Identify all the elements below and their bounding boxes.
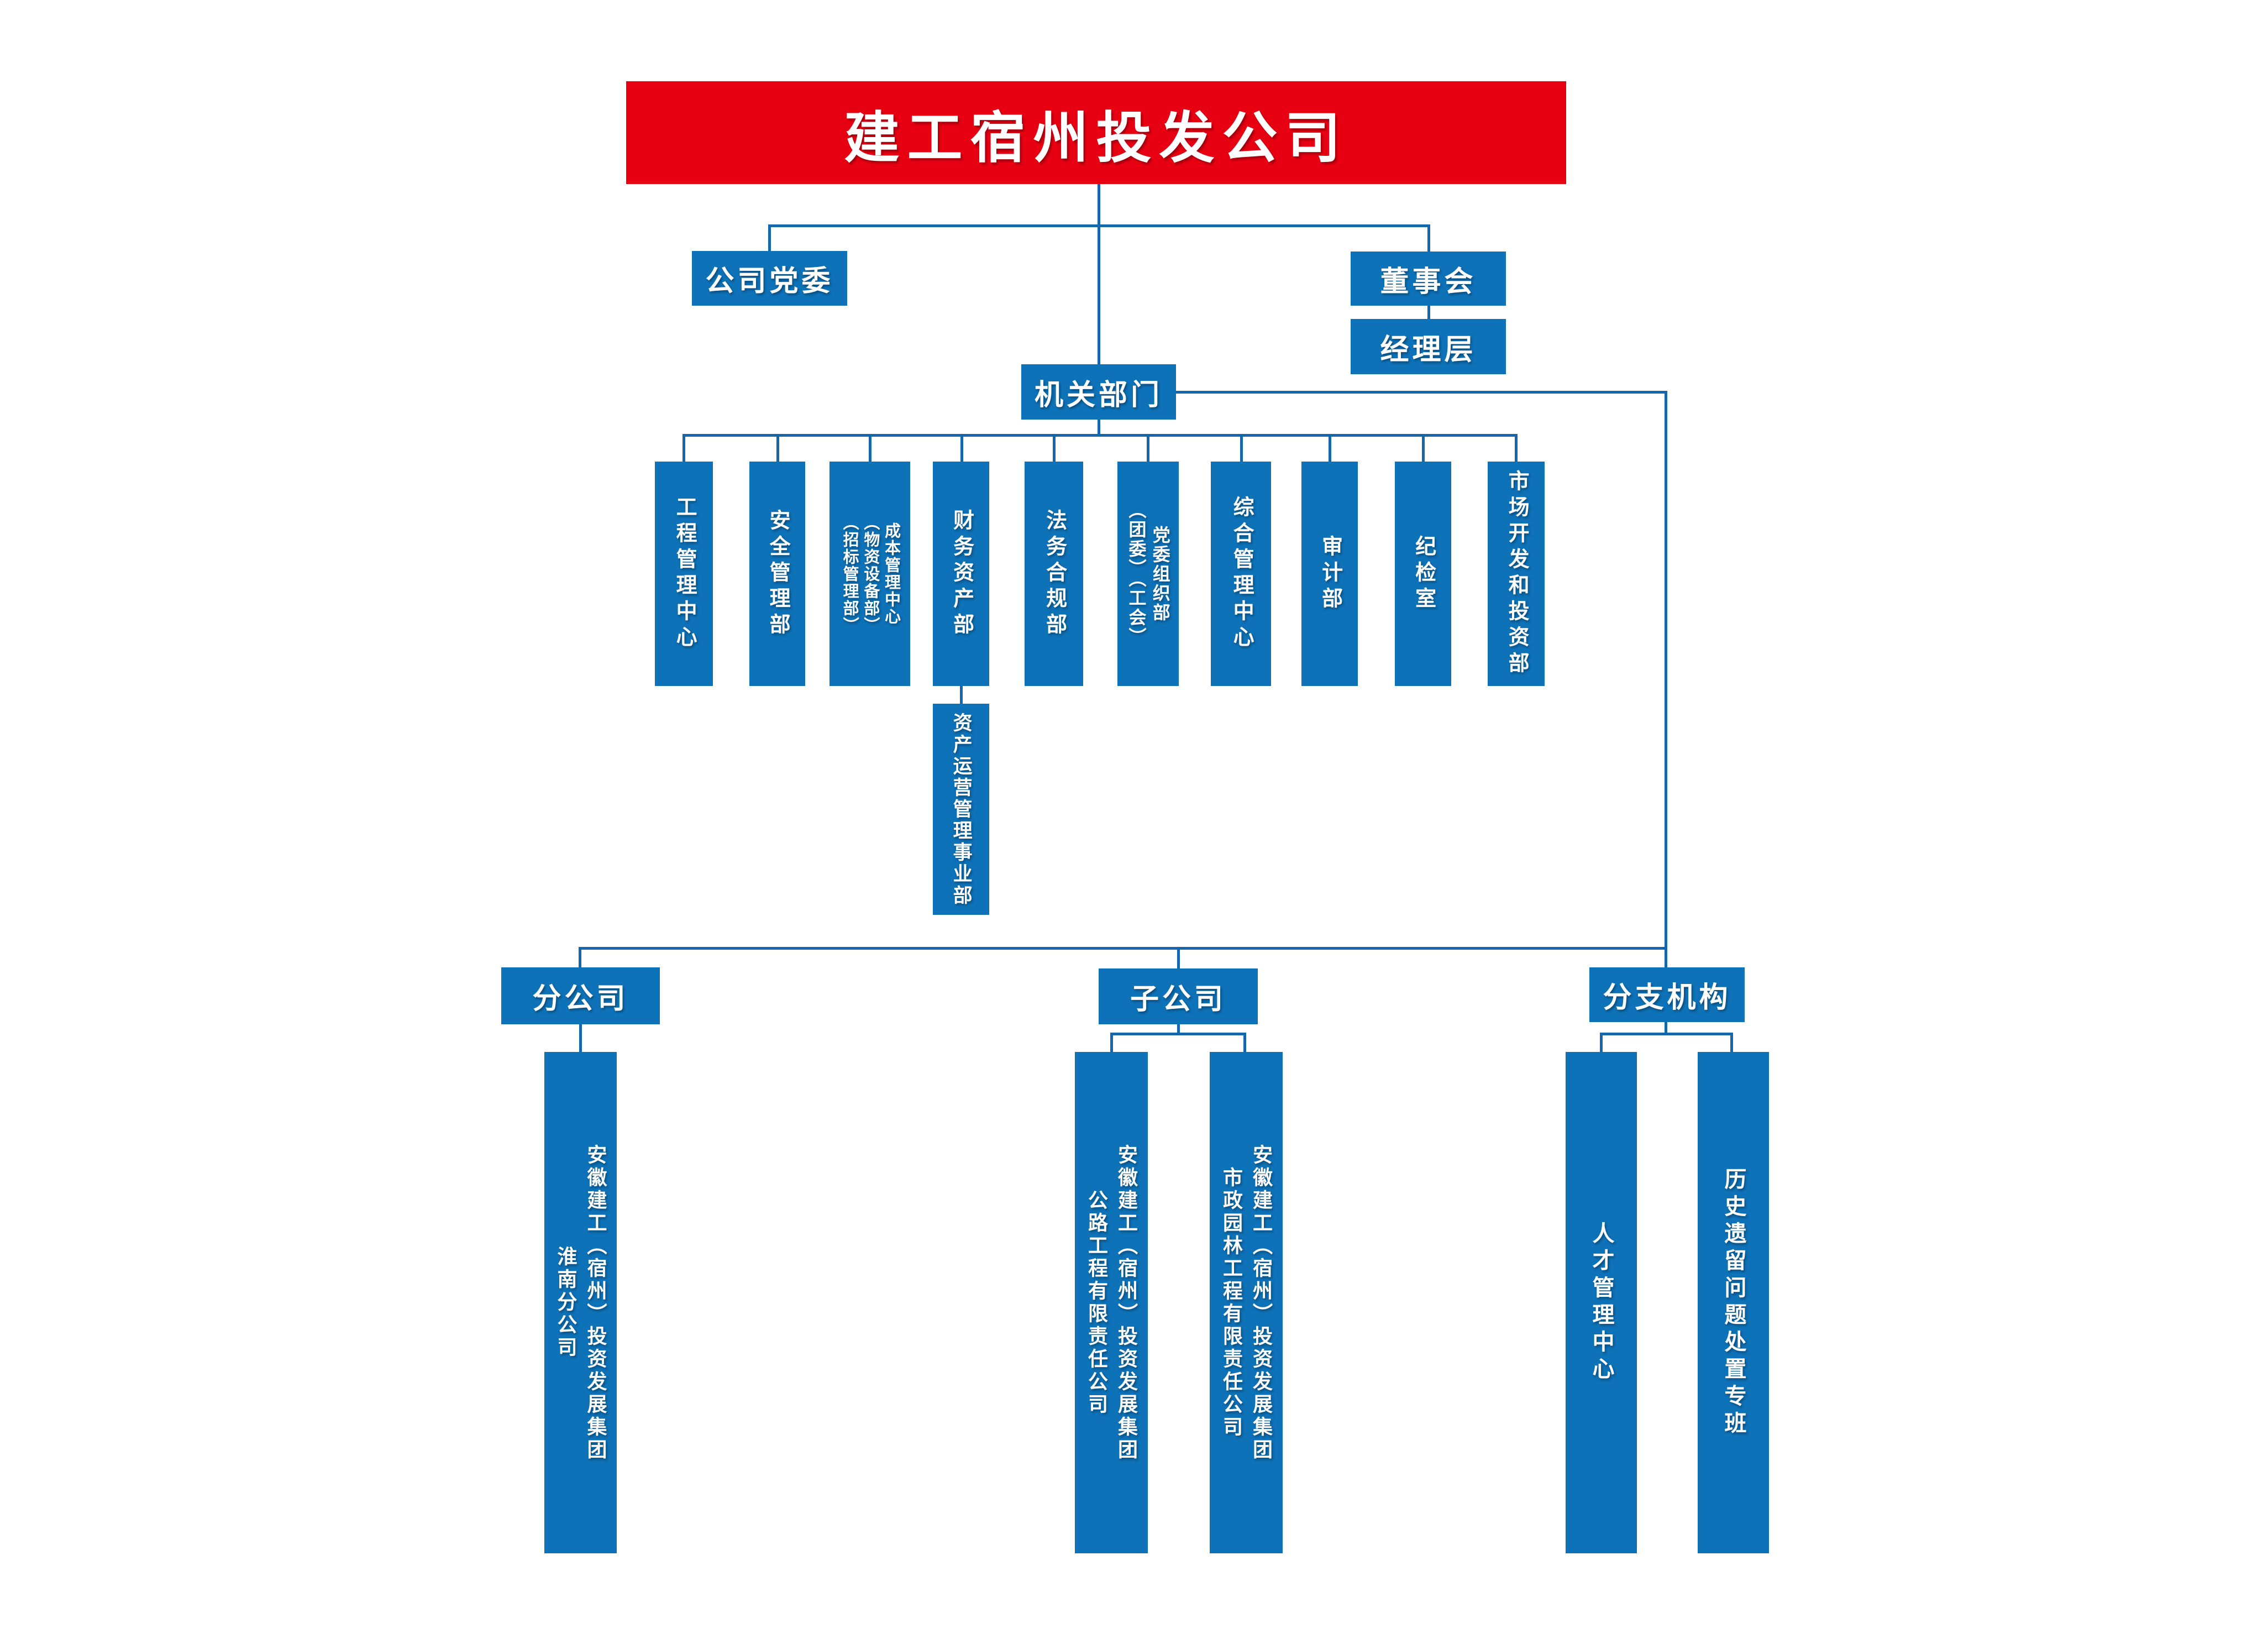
node-dept-finance-assets: 财务资产部 [933, 462, 989, 686]
node-dept-legal-compliance: 法务合规部 [1025, 462, 1083, 686]
node-highway-engineering-co: 安徽建工（宿州）投资发展集团 公路工程有限责任公司 [1075, 1052, 1148, 1553]
connector-subsidiary-bus [1110, 1033, 1246, 1035]
node-board-of-directors: 董事会 [1351, 252, 1506, 306]
connector-subsidiary-stub [1177, 1024, 1180, 1035]
connector-institutions-stub [1665, 1022, 1667, 1035]
connector-board-drop [1427, 224, 1430, 252]
connector-finance-asset [960, 686, 963, 704]
node-branch-institutions: 分支机构 [1589, 967, 1745, 1022]
node-party-committee: 公司党委 [692, 251, 847, 306]
connector-institutions-child-2 [1730, 1033, 1733, 1052]
connector-institutions-child-1 [1600, 1033, 1603, 1052]
node-dept-audit: 审计部 [1301, 462, 1358, 686]
connector-root-to-organ [1098, 184, 1100, 364]
connector-branchco-child [579, 1024, 582, 1052]
node-talent-mgmt-center: 人才管理中心 [1566, 1052, 1637, 1553]
connector-bottom-bus [580, 947, 1667, 950]
connector-dept-drop-9 [1422, 434, 1425, 462]
connector-dept-drop-2 [776, 434, 779, 462]
node-management-level: 经理层 [1351, 319, 1506, 374]
node-subsidiaries: 子公司 [1099, 968, 1258, 1024]
connector-subsidiary-child-1 [1110, 1033, 1113, 1052]
connector-dept-drop-1 [683, 434, 685, 462]
node-dept-party-organization: 党委组织部 （团委）（工会） [1117, 462, 1179, 686]
connector-dept-drop-5 [1053, 434, 1056, 462]
node-municipal-garden-engineering-co: 安徽建工（宿州）投资发展集团 市政园林工程有限责任公司 [1210, 1052, 1283, 1553]
node-dept-engineering-mgmt-center: 工程管理中心 [655, 462, 713, 686]
connector-dept-drop-7 [1240, 434, 1243, 462]
connector-board-management [1427, 306, 1430, 319]
connector-dept-drop-4 [960, 434, 963, 462]
node-dept-safety-mgmt: 安全管理部 [749, 462, 805, 686]
connector-institutions-bus [1600, 1033, 1733, 1035]
connector-top-split [769, 224, 1430, 227]
node-dept-general-mgmt-center: 综合管理中心 [1211, 462, 1271, 686]
connector-department-bus [684, 434, 1518, 437]
connector-dept-drop-3 [869, 434, 872, 462]
connector-dept-drop-10 [1515, 434, 1518, 462]
connector-organ-drop [1098, 420, 1100, 437]
connector-organ-right [1176, 391, 1667, 394]
node-branch-company: 分公司 [501, 967, 660, 1024]
connector-dept-drop-8 [1329, 434, 1331, 462]
node-dept-market-dev-investment: 市场开发和投资部 [1488, 462, 1545, 686]
node-asset-operation-division: 资产运营管理事业部 [933, 704, 989, 915]
node-historical-issues-taskforce: 历史遗留问题处置专班 [1698, 1052, 1769, 1553]
node-organ-departments: 机关部门 [1021, 364, 1176, 420]
connector-right-vertical [1665, 391, 1667, 970]
connector-dept-drop-6 [1147, 434, 1149, 462]
node-company-title: 建工宿州投发公司 [626, 81, 1566, 184]
node-dept-cost-mgmt-center: 成本管理中心 （物资设备部） （招标管理部） [830, 462, 910, 686]
connector-party-drop [768, 224, 771, 251]
connector-branchco-drop [579, 947, 581, 970]
connector-subsidiary-drop [1177, 947, 1180, 971]
connector-subsidiary-child-2 [1243, 1033, 1246, 1052]
node-huainan-branch: 安徽建工（宿州）投资发展集团 淮南分公司 [544, 1052, 617, 1553]
node-dept-discipline-inspection: 纪检室 [1395, 462, 1451, 686]
